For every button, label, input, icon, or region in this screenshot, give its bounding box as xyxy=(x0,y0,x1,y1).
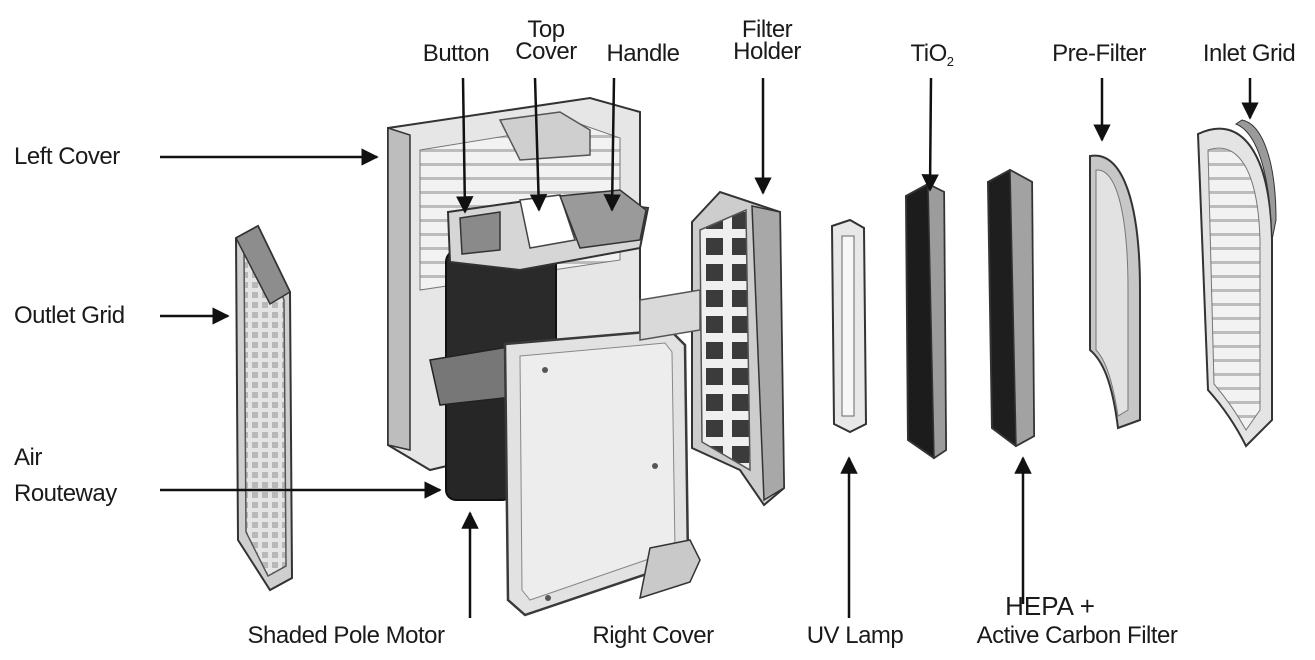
label-hepa-line1: HEPA + xyxy=(1005,594,1095,618)
label-filter-holder: Filter Holder xyxy=(733,19,801,63)
label-button: Button xyxy=(423,42,489,66)
label-top-cover-line2: Cover xyxy=(515,41,577,63)
label-air-routeway-line1: Air xyxy=(14,440,117,476)
label-tio2-subscript: 2 xyxy=(947,54,954,69)
hepa-filter-part xyxy=(988,170,1034,446)
outlet-grid-part xyxy=(236,226,292,590)
right-cover-part xyxy=(505,330,700,615)
label-uv-lamp: UV Lamp xyxy=(807,624,904,648)
label-hepa-line2: Active Carbon Filter xyxy=(977,624,1178,648)
label-tio2: TiO2 xyxy=(910,42,953,69)
tio2-filter-part xyxy=(906,184,946,458)
pre-filter-part xyxy=(1090,156,1140,428)
label-air-routeway-line2: Routeway xyxy=(14,476,117,512)
label-air-routeway: Air Routeway xyxy=(14,440,117,512)
label-outlet-grid: Outlet Grid xyxy=(14,304,125,328)
label-inlet-grid: Inlet Grid xyxy=(1203,42,1295,66)
label-right-cover: Right Cover xyxy=(592,624,713,648)
arrow-tio2 xyxy=(930,78,931,190)
label-left-cover: Left Cover xyxy=(14,145,120,169)
label-shaded-pole-motor: Shaded Pole Motor xyxy=(248,624,445,648)
label-filter-holder-line2: Holder xyxy=(733,41,801,63)
label-top-cover: Top Cover xyxy=(515,19,577,63)
label-handle: Handle xyxy=(606,42,679,66)
label-pre-filter: Pre-Filter xyxy=(1052,42,1146,66)
uv-lamp-part xyxy=(832,220,866,432)
label-tio2-main: TiO xyxy=(910,40,946,67)
inlet-grid-part xyxy=(1198,120,1276,446)
